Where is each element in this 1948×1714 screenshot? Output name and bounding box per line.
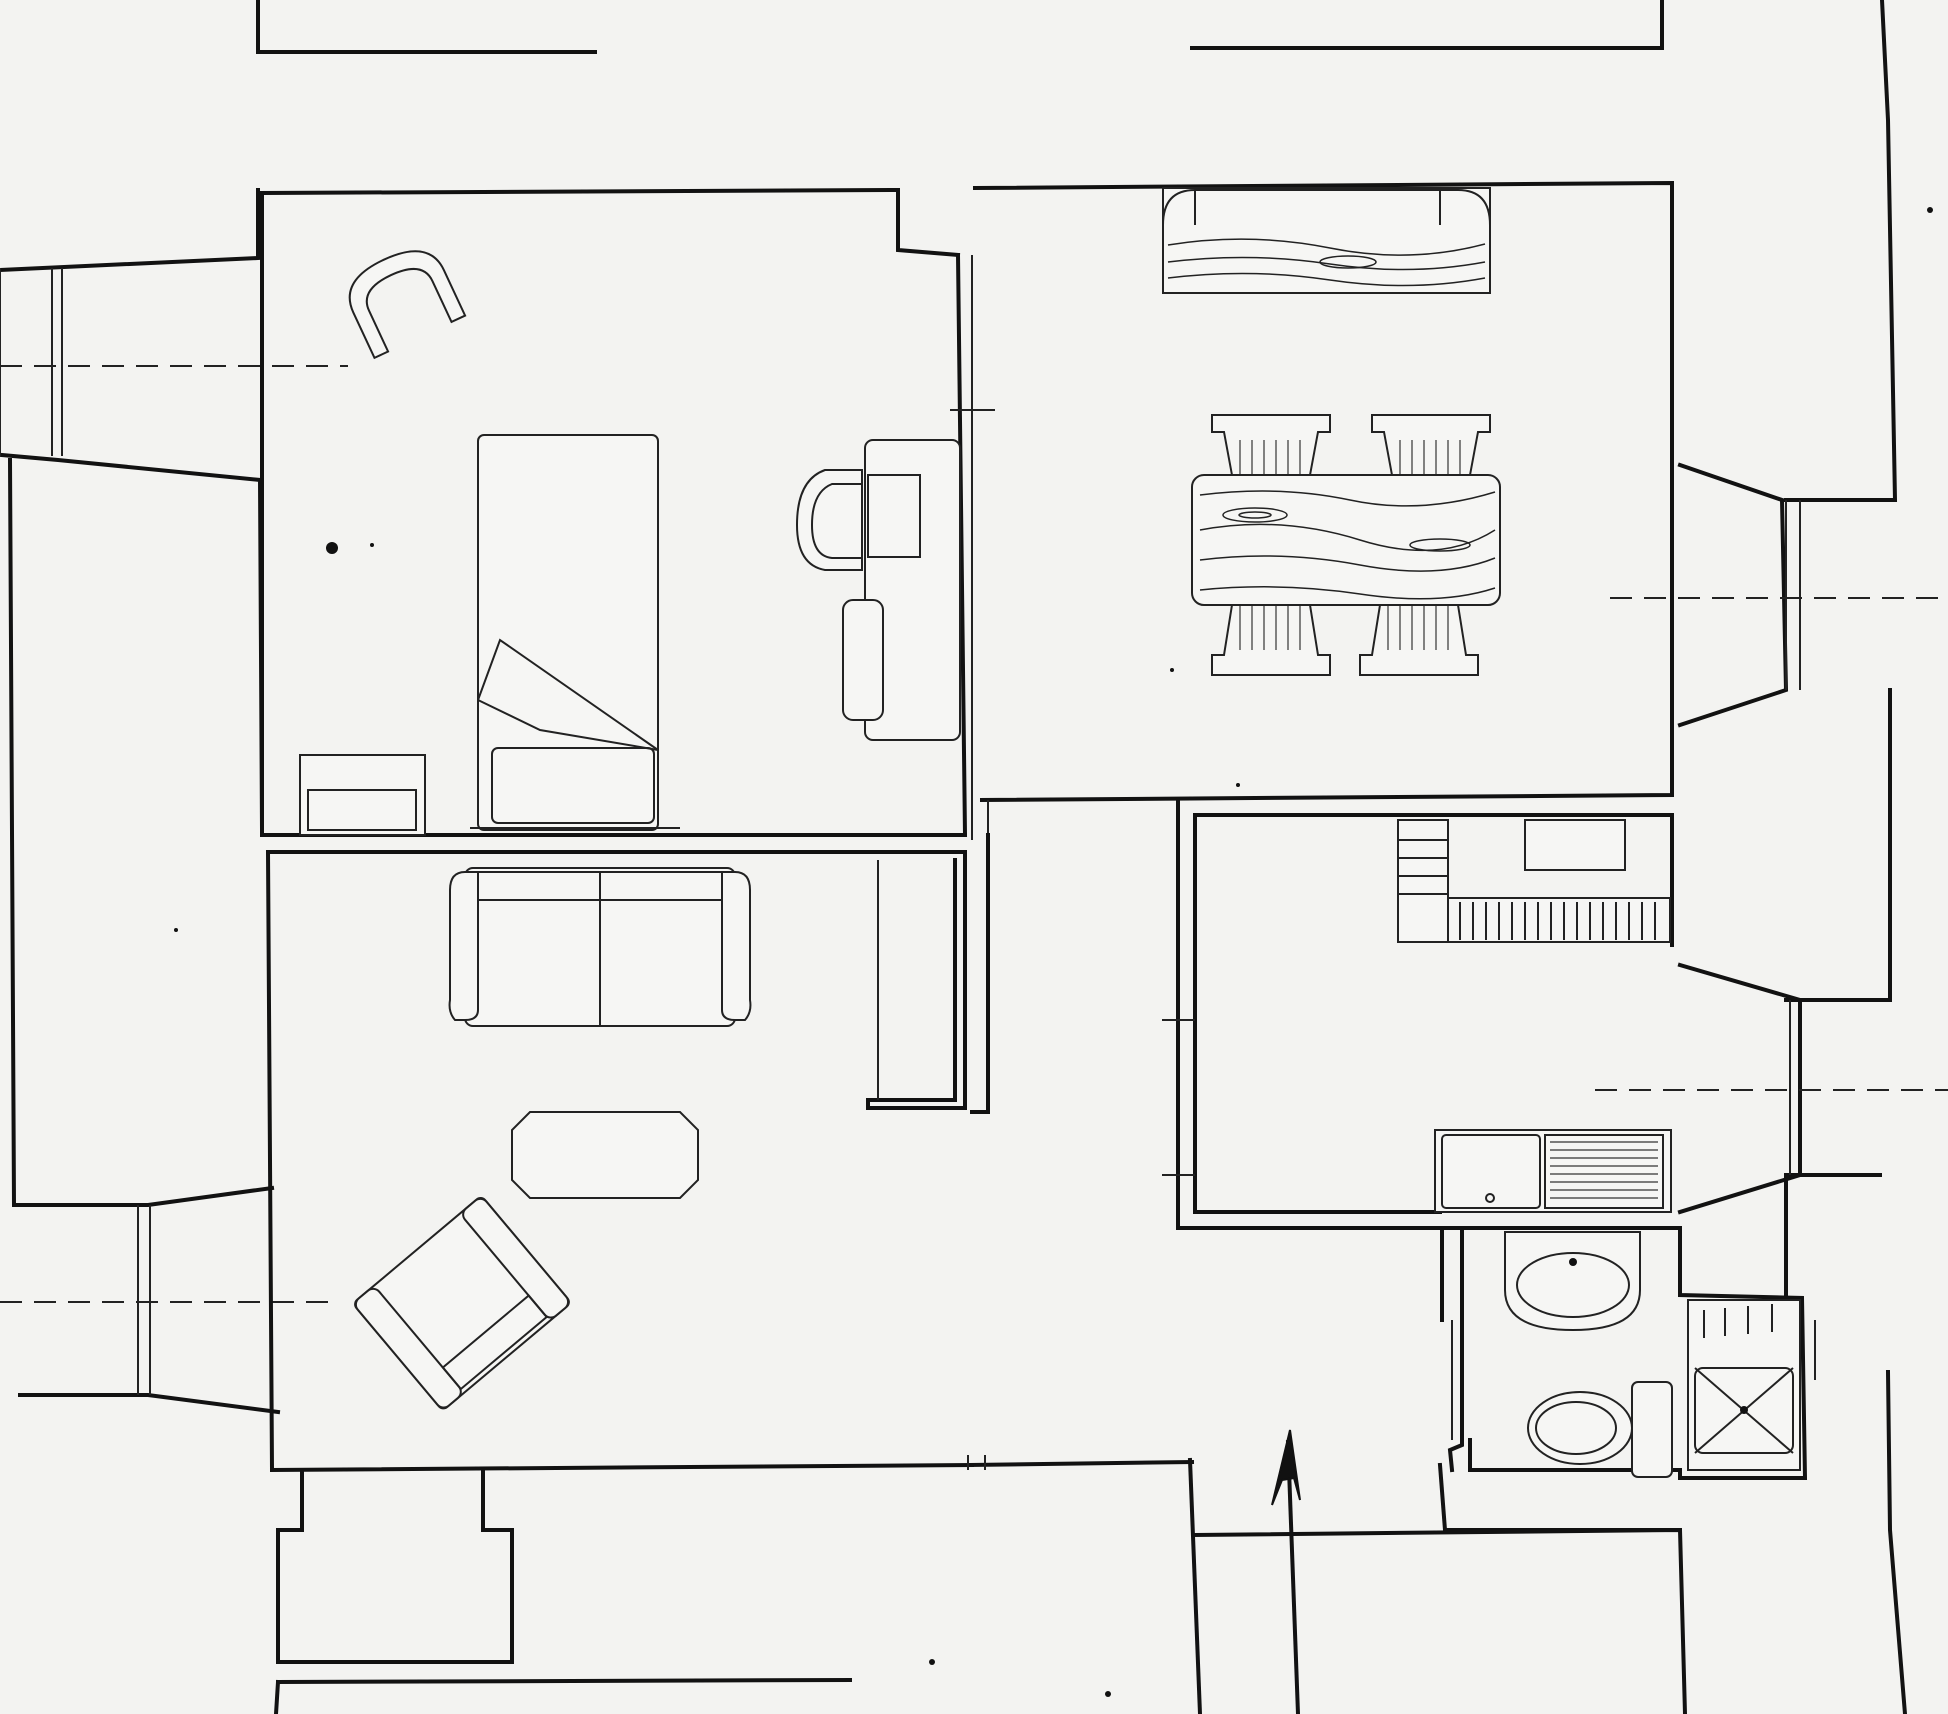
bedroom-desk [842,439,961,741]
desk-chair [795,469,863,571]
sideboard [1162,187,1491,294]
shower [1687,1299,1801,1471]
dining-chair [1371,414,1491,476]
single-bed [470,434,680,831]
bedroom [260,187,995,840]
dining-room [972,180,1674,835]
bedroom-armchair [348,250,467,360]
dining-chair [1211,604,1331,676]
bathroom [1437,1226,1808,1533]
outer-walls [0,0,1908,1714]
cupboard [1524,819,1626,871]
ink-specks [174,207,1933,1697]
toilet [1527,1381,1673,1478]
sink-counter [1434,1129,1672,1213]
coffee-table [511,1111,699,1199]
kitchen [1162,800,1674,1230]
washbasin [1504,1231,1641,1332]
staircase [1397,819,1671,943]
windows [0,268,1948,1395]
dining-table [1191,474,1501,606]
dining-chair [1359,604,1479,676]
entrance-arrow-icon [1271,1429,1301,1714]
lounge-armchair [354,1197,570,1410]
bedside-table [299,754,426,836]
dining-chair [1211,414,1331,476]
living-room [265,833,1195,1473]
sofa [448,867,752,1027]
